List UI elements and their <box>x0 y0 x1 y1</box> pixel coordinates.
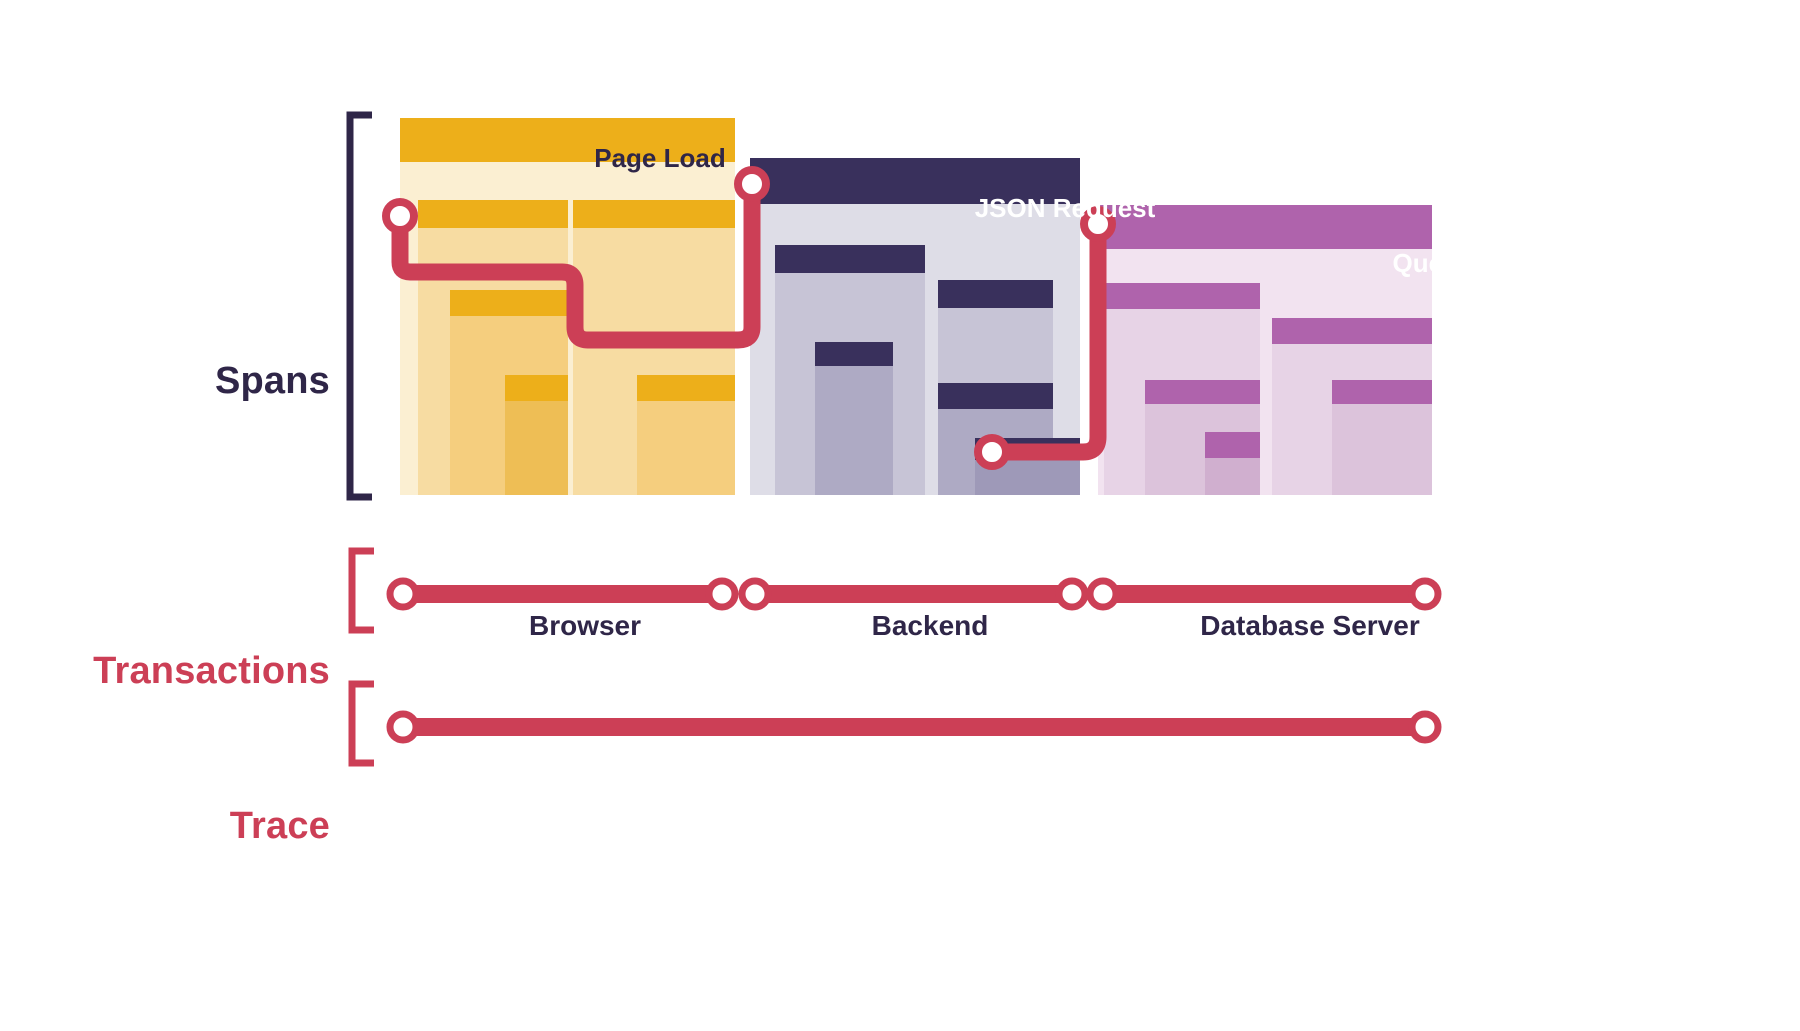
transaction-dot-database-end <box>1408 577 1442 611</box>
service-label-browser: Browser <box>528 610 642 641</box>
bracket-spans <box>346 111 372 501</box>
row-label-spans: Spans <box>214 360 330 402</box>
database-span-1-accent <box>1104 283 1260 309</box>
backend-group-header <box>750 158 1080 204</box>
database-span-1a-accent <box>1145 380 1260 404</box>
trace-bar[interactable] <box>386 710 1442 744</box>
row-label-trace: Trace <box>229 805 330 847</box>
backend-span-2-accent <box>938 280 1053 308</box>
connector-dot-browser-start <box>382 198 418 234</box>
database-group-header <box>1098 205 1432 249</box>
transaction-dot-browser-start <box>386 577 420 611</box>
browser-span-1a-accent <box>450 290 568 316</box>
service-label-database: Database Server <box>1200 610 1420 641</box>
database-span-2-accent <box>1272 318 1432 344</box>
connector-browser-to-backend <box>382 166 770 349</box>
service-label-backend: Backend <box>871 610 989 641</box>
connector-dot-backend-start <box>974 434 1010 470</box>
backend-span-1a-body <box>815 342 893 495</box>
database-span-2a-accent <box>1332 380 1432 404</box>
row-label-transactions: Transactions <box>93 650 330 692</box>
transaction-bar-database[interactable] <box>1086 577 1442 611</box>
connector-dot-database-end <box>1080 206 1116 242</box>
bracket-transactions <box>348 547 374 634</box>
span-group-backend[interactable] <box>750 158 1080 495</box>
bracket-trace <box>348 680 374 767</box>
backend-span-2a-accent <box>938 383 1053 409</box>
browser-span-2-accent <box>573 200 735 228</box>
transaction-bar-browser[interactable] <box>386 577 739 611</box>
browser-group-header <box>400 118 735 162</box>
transaction-dot-backend-start <box>738 577 772 611</box>
connector-dot-backend-end <box>734 166 770 202</box>
transaction-dot-database-start <box>1086 577 1120 611</box>
connector-backend-to-database <box>974 206 1116 470</box>
browser-span-2a-accent <box>637 375 735 401</box>
span-group-database[interactable] <box>1098 205 1432 495</box>
trace-dot-end <box>1408 710 1442 744</box>
transaction-dot-backend-end <box>1055 577 1089 611</box>
transaction-bar-backend[interactable] <box>738 577 1089 611</box>
browser-span-1b-accent <box>505 375 568 401</box>
trace-dot-start <box>386 710 420 744</box>
transaction-dot-browser-end <box>705 577 739 611</box>
backend-span-1a-accent <box>815 342 893 366</box>
database-span-1b-accent <box>1205 432 1260 458</box>
browser-span-1-accent <box>418 200 568 228</box>
backend-span-1-accent <box>775 245 925 273</box>
